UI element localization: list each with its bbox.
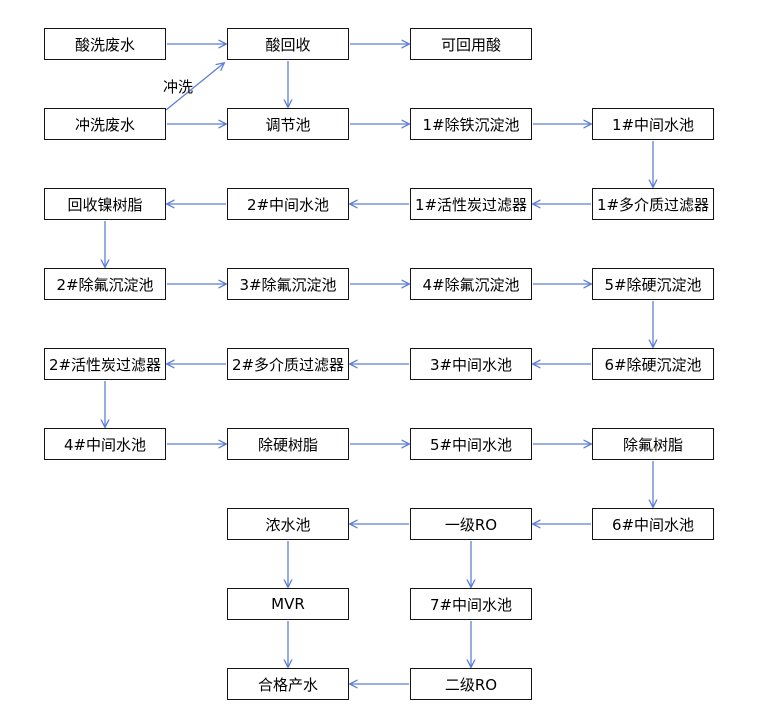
node-intermediate-tank-3: 3#中间水池 [410, 348, 532, 380]
node-regulating-tank: 调节池 [227, 108, 349, 140]
node-multimedia-filter-2: 2#多介质过滤器 [227, 348, 349, 380]
node-second-stage-ro: 二级RO [410, 668, 532, 700]
node-hardness-removal-sedimentation-tank-6: 6#除硬沉淀池 [592, 348, 714, 380]
node-fluoride-removal-sedimentation-tank-2: 2#除氟沉淀池 [44, 268, 166, 300]
node-intermediate-tank-5: 5#中间水池 [410, 428, 532, 460]
node-reusable-acid: 可回用酸 [410, 28, 532, 60]
edge-arrow-rinse-wastewater-to-acid-recovery [165, 63, 224, 111]
node-qualified-product-water: 合格产水 [227, 668, 349, 700]
node-intermediate-tank-4: 4#中间水池 [44, 428, 166, 460]
node-multimedia-filter-1: 1#多介质过滤器 [592, 188, 714, 220]
node-fluoride-removal-sedimentation-tank-3: 3#除氟沉淀池 [227, 268, 349, 300]
edge-label-rinse: 冲洗 [163, 78, 194, 96]
node-fluoride-removal-resin: 除氟树脂 [592, 428, 714, 460]
node-acid-washing-wastewater: 酸洗废水 [44, 28, 166, 60]
node-intermediate-tank-6: 6#中间水池 [592, 508, 714, 540]
node-acid-recovery: 酸回收 [227, 28, 349, 60]
node-mvr: MVR [227, 588, 349, 620]
node-activated-carbon-filter-2: 2#活性炭过滤器 [44, 348, 166, 380]
node-intermediate-tank-1: 1#中间水池 [592, 108, 714, 140]
node-rinse-wastewater: 冲洗废水 [44, 108, 166, 140]
node-hardness-removal-sedimentation-tank-5: 5#除硬沉淀池 [592, 268, 714, 300]
node-intermediate-tank-2: 2#中间水池 [227, 188, 349, 220]
node-intermediate-tank-7: 7#中间水池 [410, 588, 532, 620]
node-fluoride-removal-sedimentation-tank-4: 4#除氟沉淀池 [410, 268, 532, 300]
node-iron-removal-sedimentation-tank-1: 1#除铁沉淀池 [410, 108, 532, 140]
node-activated-carbon-filter-1: 1#活性炭过滤器 [410, 188, 532, 220]
node-first-stage-ro: 一级RO [410, 508, 532, 540]
node-hardness-removal-resin: 除硬树脂 [227, 428, 349, 460]
node-concentrate-tank: 浓水池 [227, 508, 349, 540]
node-nickel-recovery-resin: 回收镍树脂 [44, 188, 166, 220]
